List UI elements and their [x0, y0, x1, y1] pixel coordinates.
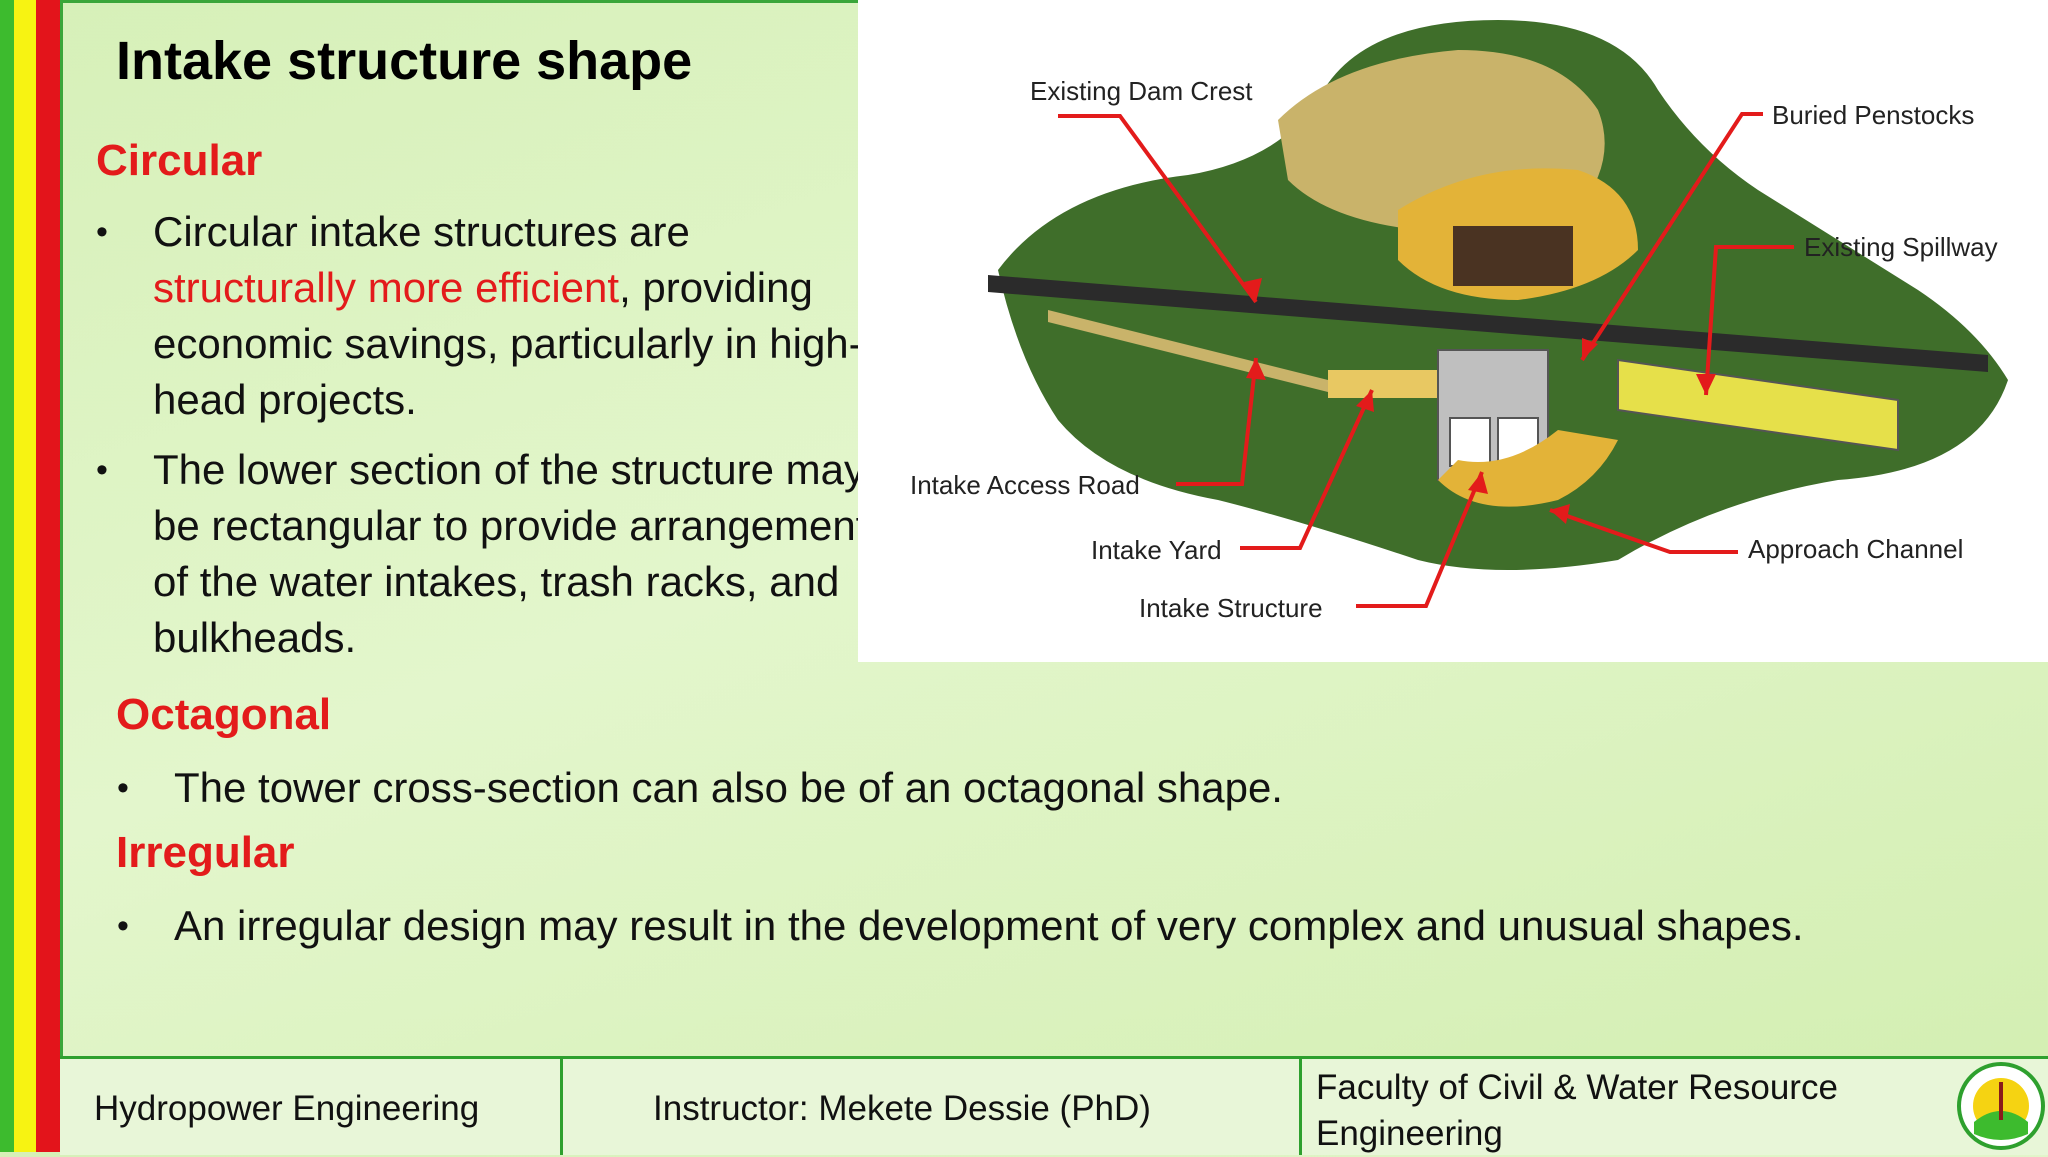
callout-arrowheads	[1244, 278, 1716, 524]
leader-intake-structure	[1356, 471, 1484, 608]
label-dam-crest: Existing Dam Crest	[1030, 76, 1253, 106]
existing-spillway	[1617, 358, 1899, 452]
arrow-intake-yard	[1356, 390, 1374, 412]
intake-diagram: Existing Dam Crest Buried Penstocks Exis…	[858, 0, 2048, 662]
bullet-text: The tower cross-section can also be of a…	[174, 764, 1283, 811]
arrow-access-road	[1246, 358, 1266, 380]
footer-instructor: Instructor: Mekete Dessie (PhD)	[563, 1059, 1302, 1155]
footer-faculty-text: Faculty of Civil & Water Resource Engine…	[1316, 1068, 1838, 1153]
bullet-circular-efficiency: • Circular intake structures are structu…	[96, 204, 873, 428]
leader-penstocks	[1580, 112, 1763, 362]
leader-approach-channel	[1549, 508, 1738, 554]
arrow-spillway	[1696, 374, 1716, 395]
heading-octagonal: Octagonal	[116, 690, 332, 739]
label-buried-penstocks: Buried Penstocks	[1772, 100, 1974, 130]
footer-bar: Hydropower Engineering Instructor: Meket…	[60, 1056, 2048, 1155]
arrow-approach-channel	[1550, 504, 1570, 524]
footer-faculty: Faculty of Civil & Water Resource Engine…	[1302, 1059, 1942, 1155]
intake-diagram-svg: Existing Dam Crest Buried Penstocks Exis…	[910, 20, 2008, 623]
bullet-text-after: , providing economic savings, particular…	[153, 264, 863, 423]
heading-irregular: Irregular	[116, 828, 295, 877]
left-border	[60, 0, 63, 1152]
bullet-highlight: structurally more efficient	[153, 264, 620, 311]
bullet-text: An irregular design may result in the de…	[174, 902, 1804, 949]
leader-access-road	[1176, 357, 1258, 486]
arrow-intake-structure	[1468, 472, 1488, 494]
label-approach-channel: Approach Channel	[1748, 534, 1963, 564]
leader-intake-yard	[1240, 389, 1374, 550]
footer-course: Hydropower Engineering	[60, 1059, 563, 1155]
footer-instructor-text: Instructor: Mekete Dessie (PhD)	[653, 1089, 1151, 1128]
label-intake-access-road: Intake Access Road	[910, 470, 1140, 500]
label-intake-yard: Intake Yard	[1091, 535, 1222, 565]
slide-title: Intake structure shape	[116, 31, 693, 91]
bullet-octagonal: • The tower cross-section can also be of…	[117, 760, 1874, 816]
flag-stripe-yellow	[14, 0, 36, 1152]
leader-dam-crest	[1058, 114, 1258, 304]
flag-stripe-red	[36, 0, 60, 1152]
dam-crest	[988, 275, 1988, 372]
bullet-dot: •	[96, 213, 108, 251]
leader-spillway	[1704, 245, 1794, 396]
arrow-penstocks	[1582, 338, 1598, 360]
university-logo-icon	[1957, 1062, 2045, 1150]
callout-lines	[1058, 112, 1794, 608]
bullet-dot: •	[117, 769, 129, 807]
bullet-text-before: Circular intake structures are	[153, 208, 690, 255]
arrow-dam-crest	[1244, 278, 1262, 302]
bullet-dot: •	[117, 907, 129, 945]
heading-circular: Circular	[96, 136, 263, 185]
footer-course-text: Hydropower Engineering	[94, 1089, 480, 1128]
bullet-dot: •	[96, 451, 108, 489]
intake-bay-1	[1449, 417, 1491, 467]
label-intake-structure: Intake Structure	[1139, 593, 1323, 623]
bullet-circular-lower-section: • The lower section of the structure may…	[96, 442, 873, 666]
powerhouse-roof	[1453, 226, 1573, 286]
intake-yard	[1328, 370, 1438, 398]
label-existing-spillway: Existing Spillway	[1804, 232, 1998, 262]
bullet-text: The lower section of the structure may b…	[153, 446, 868, 661]
bullet-irregular: • An irregular design may result in the …	[117, 898, 1874, 954]
flag-stripe-green	[0, 0, 14, 1152]
